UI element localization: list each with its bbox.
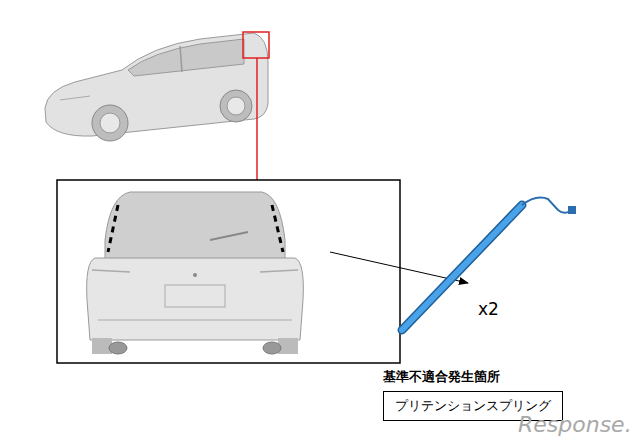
car-rear-view <box>87 192 304 354</box>
watermark: Response. <box>518 412 632 437</box>
tension-spring-strut <box>402 197 576 330</box>
callout-heading: 基準不適合発生箇所 <box>383 368 563 386</box>
car-side-view <box>45 33 268 141</box>
leader-line <box>256 58 258 180</box>
highlight-box <box>243 32 269 58</box>
detail-frame <box>57 180 400 363</box>
quantity-label: x2 <box>478 299 499 319</box>
